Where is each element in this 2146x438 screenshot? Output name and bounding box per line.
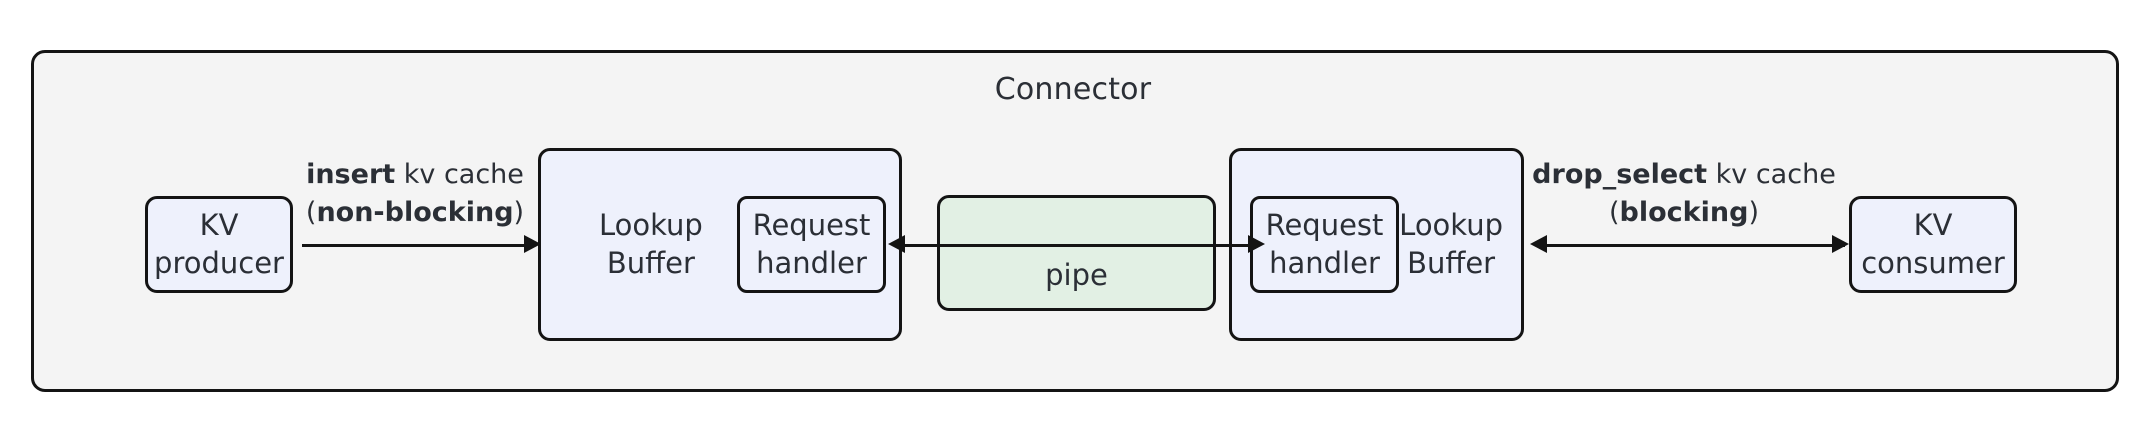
node-pipe-label: pipe: [1045, 257, 1108, 292]
edge-insert-label: insert kv cache (non-blocking): [305, 156, 525, 233]
edge-drop-select-label-bold: drop_select: [1532, 159, 1708, 190]
node-lookup-buffer-left-label: Lookup Buffer: [599, 207, 703, 281]
node-kv-producer-label: KV producer: [154, 207, 284, 281]
node-lookup-buffer-left[interactable]: Lookup Buffer: [538, 148, 902, 341]
node-lookup-buffer-right-line2: Buffer: [1407, 245, 1496, 280]
edge-drop-select-label-line2: (blocking): [1530, 194, 1838, 232]
node-request-handler-right-line1: Request: [1265, 208, 1384, 243]
arrow-right-icon: [1832, 235, 1849, 253]
node-kv-producer-line2: producer: [154, 245, 284, 280]
node-kv-consumer-line1: KV: [1913, 208, 1953, 243]
node-request-handler-right-line2: handler: [1269, 245, 1380, 280]
node-request-handler-left-line1: Request: [752, 208, 871, 243]
edge-insert-mode: non-blocking: [316, 197, 514, 229]
arrow-right-icon: [1248, 235, 1265, 253]
node-lookup-buffer-left-line2: Buffer: [606, 245, 695, 280]
edge-insert-paren-close: ): [513, 197, 525, 229]
edge-drop-select-paren-open: (: [1609, 197, 1620, 229]
arrow-left-icon: [1530, 235, 1547, 253]
node-kv-consumer-label: KV consumer: [1861, 207, 2005, 281]
node-kv-consumer-line2: consumer: [1861, 245, 2005, 280]
node-kv-producer-line1: KV: [199, 208, 239, 243]
node-request-handler-right[interactable]: Request handler: [1250, 196, 1399, 293]
node-request-handler-left[interactable]: Request handler: [737, 196, 886, 293]
node-lookup-buffer-left-line1: Lookup: [599, 208, 703, 243]
edge-insert-label-bold: insert: [306, 159, 396, 190]
node-lookup-buffer-right-line1: Lookup: [1399, 208, 1503, 243]
edge-drop-select-label-line1: drop_select kv cache: [1530, 156, 1838, 194]
node-kv-consumer[interactable]: KV consumer: [1849, 196, 2017, 293]
node-request-handler-left-line2: handler: [756, 245, 867, 280]
node-lookup-buffer-right-label: Lookup Buffer: [1399, 207, 1503, 281]
node-kv-producer[interactable]: KV producer: [145, 196, 293, 293]
arrow-left-icon: [888, 235, 905, 253]
connector-title: Connector: [994, 72, 1152, 107]
edge-insert-label-line2: (non-blocking): [305, 194, 525, 232]
edge-insert-line: [302, 244, 524, 247]
edge-drop-select-line: [1545, 244, 1845, 247]
arrow-right-icon: [524, 235, 541, 253]
edge-drop-select-mode: blocking: [1619, 197, 1749, 229]
node-request-handler-left-label: Request handler: [753, 207, 871, 281]
edge-drop-select-label: drop_select kv cache (blocking): [1530, 156, 1838, 233]
edge-insert-label-line1: insert kv cache: [305, 156, 525, 194]
edge-drop-select-paren-close: ): [1748, 197, 1759, 229]
edge-insert-paren-open: (: [305, 197, 317, 229]
edge-pipe-to-right-handler-line: [1000, 244, 1248, 247]
edge-drop-select-label-rest: kv cache: [1707, 159, 1836, 190]
edge-insert-label-rest: kv cache: [395, 159, 524, 190]
node-pipe[interactable]: pipe: [937, 195, 1216, 311]
node-request-handler-right-label: Request handler: [1266, 207, 1384, 281]
